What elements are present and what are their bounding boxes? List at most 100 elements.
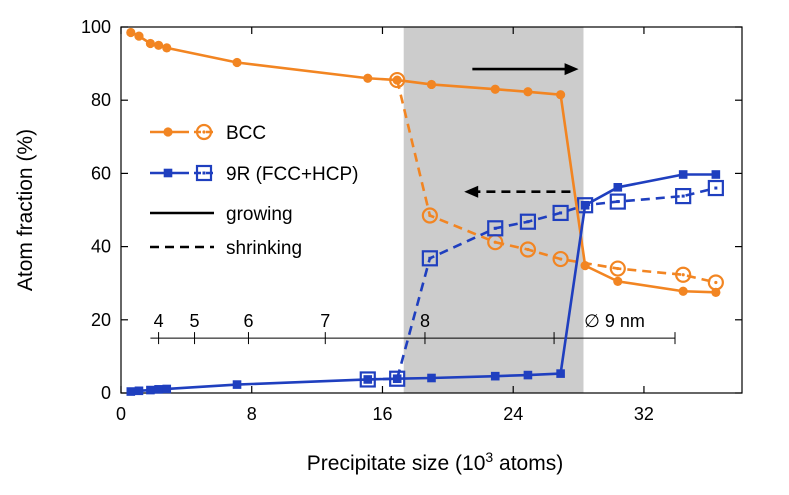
series-line [367,186,717,381]
data-point [426,79,437,90]
data-point [519,213,537,230]
data-point [707,179,724,197]
y-axis-title: Atom fraction (%) [14,129,37,291]
data-point [609,193,626,210]
data-point-dot [681,194,685,198]
series-layer [126,27,724,396]
legend-item-dashed: shrinking [150,238,302,259]
y-tick-label: 0 [101,383,111,403]
legend-marker-open-dot [202,171,206,175]
data-point-dot [714,186,718,190]
y-tick-label: 100 [81,17,111,37]
x-tick-label: 8 [247,404,257,424]
data-point [613,183,623,192]
legend-label: BCC [226,123,266,144]
data-point [154,385,163,394]
data-point [134,386,144,396]
legend-marker-filled [163,168,173,178]
data-point [363,73,373,83]
legend-label: shrinking [226,238,302,259]
data-point [678,170,688,179]
series-bcc-growing [126,27,721,297]
direction-arrow-right-head [564,63,579,76]
data-point [162,43,172,53]
data-point-dot [616,200,620,204]
data-point [126,27,136,38]
y-tick-label: 80 [91,90,111,110]
data-point-dot [681,273,685,277]
data-point-dot [559,211,563,215]
legend-marker-filled [163,127,173,137]
legend-marker-open-dot [202,130,206,134]
data-point [678,286,688,296]
data-point [134,31,144,41]
data-point-dot [616,266,620,271]
plot-frame [120,26,743,394]
direction-arrow-left-head [464,185,479,198]
data-point-dot [526,247,530,252]
data-point [609,260,626,277]
data-point-dot [493,240,497,244]
series-9r-growing [126,170,721,396]
diameter-tick-label: 5 [190,311,200,331]
y-tick-label: 60 [91,163,111,183]
diameter-tick-label: 8 [420,311,430,331]
data-point [126,387,136,396]
diameter-tick-label: 6 [243,311,253,331]
data-point [711,170,721,179]
data-point [145,38,156,49]
data-point [675,266,692,283]
diameter-tick-label: 4 [154,311,164,331]
data-point [392,75,402,85]
x-tick-label: 0 [116,404,126,424]
x-tick-label: 16 [372,404,392,424]
data-point [392,374,402,384]
data-point [232,380,242,389]
data-point-dot [493,226,497,230]
data-point [613,276,623,286]
data-point [487,220,504,237]
arrows-layer [464,63,579,198]
data-point [552,250,569,268]
data-point [232,57,242,68]
data-point [519,241,537,258]
data-point [675,187,692,205]
data-point [580,200,590,210]
data-point [523,370,533,380]
data-point [490,84,500,94]
data-point [427,373,436,383]
data-point [363,375,373,384]
legend: BCC 9R (FCC+HCP) growing shrinking [150,123,358,259]
axes-layer: 0 8 16 24 32 0 20 40 60 80 100 [81,17,743,424]
data-point [711,287,721,297]
data-point-dot [428,213,432,218]
legend-item-solid: growing [150,204,293,225]
x-tick-label: 24 [503,404,523,424]
legend-item-bcc: BCC [150,123,266,144]
diameter-tick-label: 7 [320,311,330,331]
data-point [146,385,155,395]
data-point [162,384,172,394]
legend-item-ninr: 9R (FCC+HCP) [150,164,358,185]
data-point-dot [428,256,432,260]
legend-label: 9R (FCC+HCP) [226,164,358,185]
data-point-dot [714,280,718,285]
data-point [552,204,569,222]
series-line [395,79,717,284]
data-point [523,87,533,97]
legend-marker-open [195,123,213,141]
diameter-axis: 4 5 6 7 8 ∅ 9 nm [150,311,676,345]
data-point [490,371,500,381]
data-point-dot [526,220,530,224]
y-tick-label: 20 [91,310,111,330]
data-point [556,369,565,378]
y-tick-label: 40 [91,237,111,257]
data-point [556,90,566,100]
legend-marker-open [195,164,213,182]
diameter-unit-label: ∅ 9 nm [584,311,645,331]
legend-label: growing [226,204,293,225]
x-tick-label: 32 [634,404,654,424]
data-point-dot [559,257,563,261]
x-axis-title: Precipitate size (103 atoms) [307,449,563,475]
